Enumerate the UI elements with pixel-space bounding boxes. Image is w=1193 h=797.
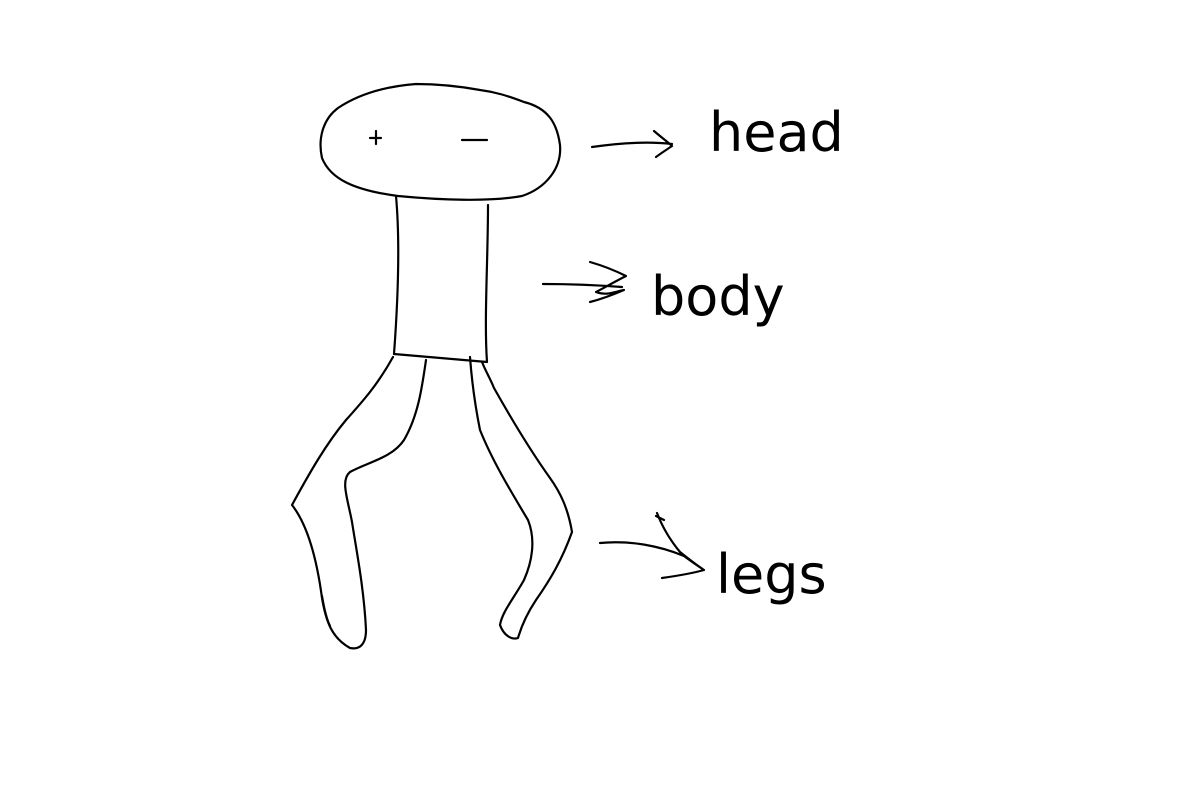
figure-head [319,82,562,201]
right-leg [468,355,574,640]
legs-label: legs [716,543,827,606]
body-label: body [651,265,785,328]
head-label: head [709,101,844,164]
left-foot-mark [320,594,332,628]
body-arrow [541,260,628,304]
figure-body [392,194,490,364]
left-leg [290,355,428,650]
left-eye [368,129,383,146]
legs-arrow [598,511,706,580]
head-arrow [590,129,674,159]
